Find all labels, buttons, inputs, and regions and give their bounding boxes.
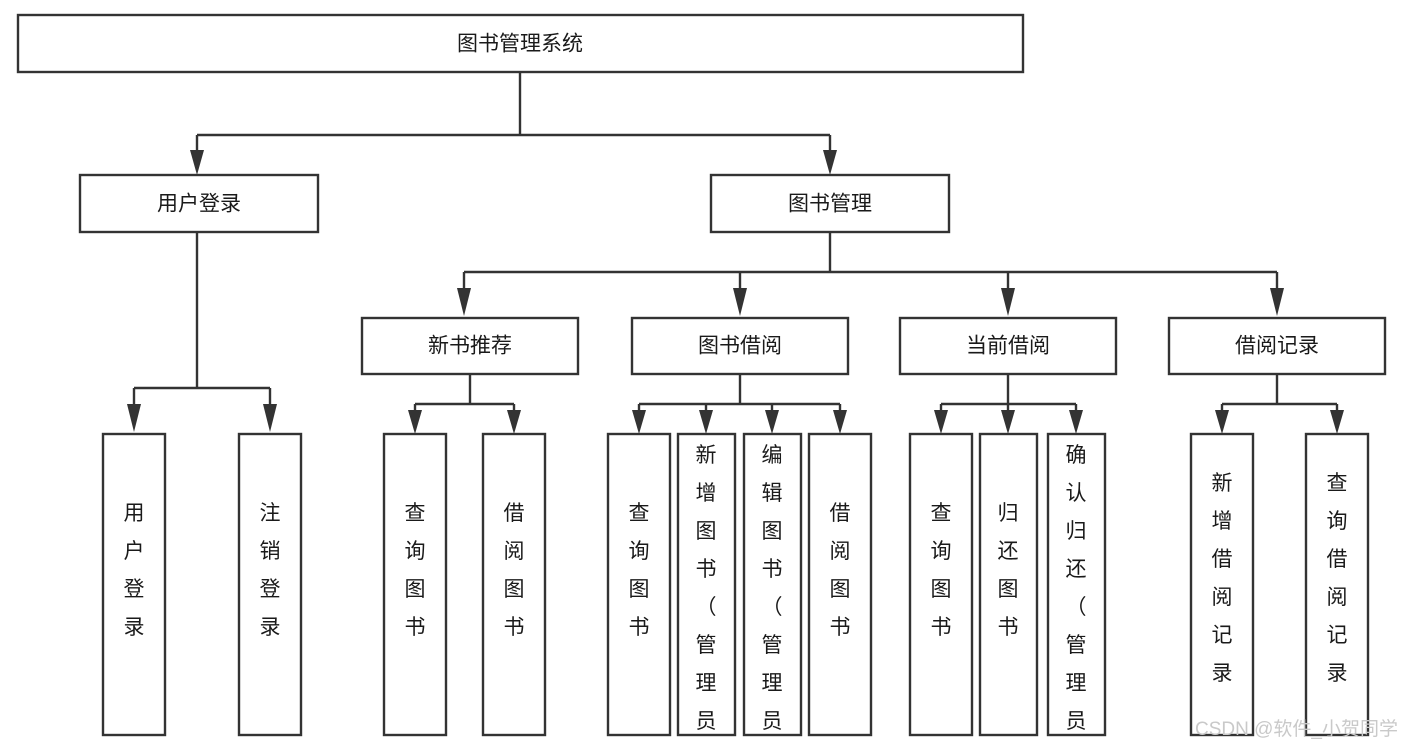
arrow-icon-leaf-add-record [1215,410,1229,434]
node-leaf-query-record-label: 查询借阅记录 [1327,472,1348,685]
node-leaf-query-record[interactable]: 查询借阅记录 [1304,432,1370,737]
node-root[interactable]: 图书管理系统 [16,13,1025,74]
node-leaf-edit-book[interactable]: 编辑图书（管理员） [742,432,803,747]
node-book-borrow[interactable]: 图书借阅 [630,316,850,376]
node-leaf-borrow-book-1-label: 借阅图书 [504,502,525,639]
node-user-login-box[interactable] [78,173,320,234]
node-leaf-borrow-book-2[interactable]: 借阅图书 [807,432,873,737]
node-leaf-add-record[interactable]: 新增借阅记录 [1189,432,1255,737]
node-leaf-query-book-2-box[interactable] [606,432,672,737]
arrow-icon-bookmanage [823,150,837,175]
node-leaf-return-book-box[interactable] [978,432,1039,737]
arrow-icon-leaf-query-book-1 [408,410,422,434]
node-leaf-borrow-book-2-box[interactable] [807,432,873,737]
node-borrow-record[interactable]: 借阅记录 [1167,316,1387,376]
arrow-icon-leaf-confirm-return [1069,410,1083,434]
node-leaf-logout[interactable]: 注销登录 [237,432,303,737]
arrow-icon-book-borrow [733,288,747,316]
node-leaf-query-record-box[interactable] [1304,432,1370,737]
node-leaf-borrow-book-1-box[interactable] [481,432,547,737]
node-root-box[interactable] [16,13,1025,74]
node-leaf-add-record-box[interactable] [1189,432,1255,737]
node-leaf-borrow-book-1[interactable]: 借阅图书 [481,432,547,737]
node-new-book-rec-label: 新书推荐 [428,335,512,358]
node-leaf-query-book-2-label: 查询图书 [629,502,650,639]
node-current-borrow-label: 当前借阅 [966,335,1050,358]
node-leaf-confirm-return[interactable]: 确认归还（管理员） [1046,432,1107,747]
node-borrow-record-box[interactable] [1167,316,1387,376]
node-leaf-logout-box[interactable] [237,432,303,737]
node-user-login-label: 用户登录 [157,193,241,216]
node-book-borrow-label: 图书借阅 [698,335,782,358]
node-leaf-add-record-label: 新增借阅记录 [1212,472,1233,685]
arrow-icon-current-borrow [1001,288,1015,316]
node-leaf-query-book-3-box[interactable] [908,432,974,737]
node-leaf-add-book[interactable]: 新增图书（管理员） [676,432,737,747]
node-leaf-user-login[interactable]: 用户登录 [101,432,167,737]
node-root-label: 图书管理系统 [457,33,583,56]
arrow-icon-leaf-logout [263,404,277,432]
node-leaf-query-book-3-label: 查询图书 [931,502,952,639]
watermark-label: CSDN @软件_小贺同学 [1195,718,1398,740]
connector-layer [127,72,1344,434]
arrow-icon-leaf-borrow-book-2 [833,410,847,434]
arrow-icon-leaf-edit-book [765,410,779,434]
node-leaf-return-book[interactable]: 归还图书 [978,432,1039,737]
node-book-borrow-box[interactable] [630,316,850,376]
node-borrow-record-label: 借阅记录 [1235,335,1319,358]
node-leaf-query-book-2[interactable]: 查询图书 [606,432,672,737]
node-new-book-rec[interactable]: 新书推荐 [360,316,580,376]
node-leaf-query-book-1[interactable]: 查询图书 [382,432,448,737]
node-leaf-query-book-1-box[interactable] [382,432,448,737]
node-leaf-logout-label: 注销登录 [260,502,281,639]
node-leaf-user-login-box[interactable] [101,432,167,737]
arrow-icon-new-book-rec [457,288,471,316]
arrow-icon-leaf-borrow-book-1 [507,410,521,434]
node-new-book-rec-box[interactable] [360,316,580,376]
arrow-icon-borrow-record [1270,288,1284,316]
node-book-manage[interactable]: 图书管理 [709,173,951,234]
arrow-icon-leaf-user-login [127,404,141,432]
node-leaf-query-book-3[interactable]: 查询图书 [908,432,974,737]
node-book-manage-box[interactable] [709,173,951,234]
arrow-icon-leaf-return-book [1001,410,1015,434]
node-leaf-edit-book-label: 编辑图书（管理员） [762,444,783,747]
arrow-icon-leaf-query-book-3 [934,410,948,434]
node-leaf-query-book-1-label: 查询图书 [405,502,426,639]
node-leaf-add-book-label: 新增图书（管理员） [696,444,717,747]
node-leaf-edit-book-box[interactable] [742,432,803,737]
node-leaf-return-book-label: 归还图书 [998,502,1019,639]
node-leaf-confirm-return-box[interactable] [1046,432,1107,737]
node-user-login[interactable]: 用户登录 [78,173,320,234]
node-book-manage-label: 图书管理 [788,193,872,216]
node-leaf-add-book-box[interactable] [676,432,737,737]
node-current-borrow[interactable]: 当前借阅 [898,316,1118,376]
node-leaf-borrow-book-2-label: 借阅图书 [830,502,851,639]
node-leaf-user-login-label: 用户登录 [124,502,145,639]
arrow-icon-leaf-query-record [1330,410,1344,434]
node-current-borrow-box[interactable] [898,316,1118,376]
arrow-icon-leaf-add-book [699,410,713,434]
node-leaf-confirm-return-label: 确认归还（管理员） [1066,444,1087,747]
arrow-icon-userlogin [190,150,204,175]
arrow-icon-leaf-query-book-2 [632,410,646,434]
